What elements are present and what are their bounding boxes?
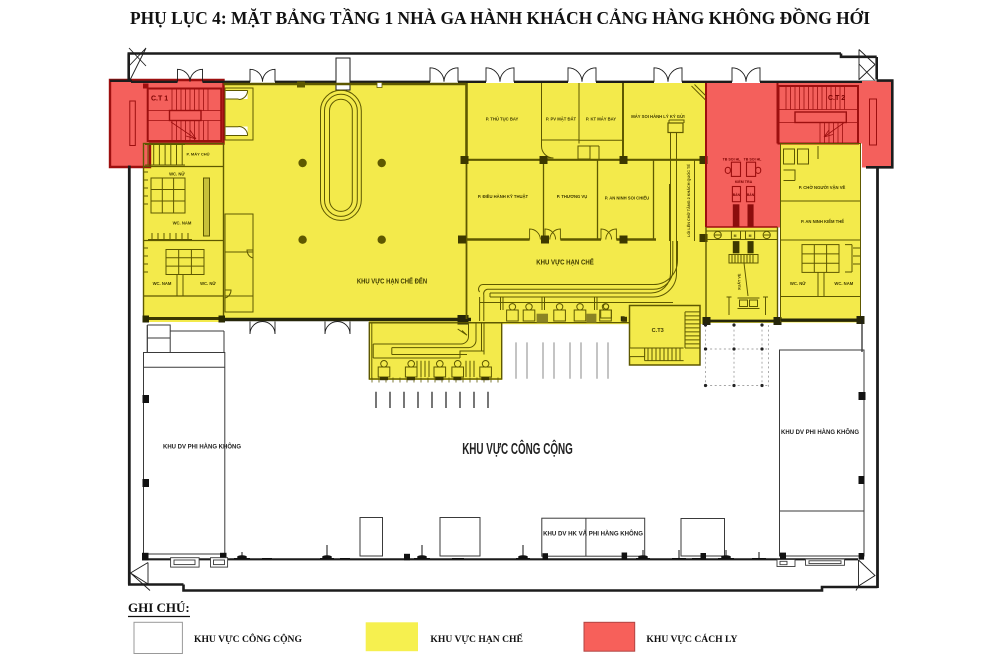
svg-text:P. CHỜ NGƯỜI VẬN VỀ: P. CHỜ NGƯỜI VẬN VỀ (799, 185, 846, 190)
svg-text:GHI CHÚ:: GHI CHÚ: (128, 600, 190, 615)
svg-text:C.T 2: C.T 2 (828, 95, 845, 102)
svg-text:KHU DV PHI HÀNG KHÔNG: KHU DV PHI HÀNG KHÔNG (781, 428, 859, 436)
svg-text:C.T 1: C.T 1 (151, 96, 168, 103)
svg-text:WC. NỮ: WC. NỮ (200, 281, 216, 286)
svg-text:P. PV MẶT ĐẤT: P. PV MẶT ĐẤT (546, 117, 577, 122)
svg-text:KHU DV HK VÀ PHI HÀNG KHÔNG: KHU DV HK VÀ PHI HÀNG KHÔNG (543, 530, 643, 538)
svg-text:P. KT MÁY BAY: P. KT MÁY BAY (586, 117, 616, 122)
svg-text:WC. NỮ: WC. NỮ (790, 281, 806, 286)
svg-text:P. MÁY CHỦ: P. MÁY CHỦ (187, 152, 210, 157)
svg-text:WC. NAM: WC. NAM (173, 221, 192, 226)
svg-text:KHU VỰC CÔNG CỘNG: KHU VỰC CÔNG CỘNG (194, 632, 302, 645)
svg-text:KHU DV PHI HÀNG KHÔNG: KHU DV PHI HÀNG KHÔNG (163, 443, 241, 451)
svg-text:P. THƯƠNG VỤ: P. THƯƠNG VỤ (557, 194, 587, 199)
svg-text:BÀN: BÀN (733, 192, 741, 197)
svg-text:P. AN NINH SOI CHIẾU: P. AN NINH SOI CHIẾU (605, 196, 649, 201)
svg-text:WC. NỮ: WC. NỮ (169, 172, 185, 177)
svg-text:BÀN: BÀN (747, 192, 755, 197)
svg-text:P. AN NINH KIỂM THỂ: P. AN NINH KIỂM THỂ (801, 219, 844, 224)
svg-text:KHU VỰC CÔNG CỘNG: KHU VỰC CÔNG CỘNG (462, 440, 573, 458)
svg-text:P. ĐIỀU HÀNH KỸ THUẬT: P. ĐIỀU HÀNH KỸ THUẬT (478, 194, 529, 199)
svg-text:MÁY SOI HÀNH LÝ KÝ GỬI: MÁY SOI HÀNH LÝ KÝ GỬI (631, 114, 684, 119)
svg-text:M: M (734, 234, 737, 238)
svg-text:KHU VỰC HẠN CHẾ: KHU VỰC HẠN CHẾ (430, 632, 522, 645)
svg-text:KIỂM TRA: KIỂM TRA (735, 179, 753, 184)
svg-text:WC. NAM: WC. NAM (834, 281, 853, 286)
svg-text:KHU VỰC CÁCH LY: KHU VỰC CÁCH LY (646, 633, 737, 645)
svg-text:TB SOI HL: TB SOI HL (744, 158, 763, 162)
svg-text:WC. NAM: WC. NAM (153, 281, 172, 286)
svg-text:XUẤT VỀ: XUẤT VỀ (737, 273, 742, 290)
svg-text:KHU VỰC HẠN CHẾ: KHU VỰC HẠN CHẾ (536, 257, 594, 267)
svg-text:KHU VỰC HẠN CHẾ ĐẾN: KHU VỰC HẠN CHẾ ĐẾN (357, 275, 427, 285)
svg-text:PHỤ LỤC 4: MẶT BẢNG TẦNG 1 NHÀ: PHỤ LỤC 4: MẶT BẢNG TẦNG 1 NHÀ GA HÀNH K… (130, 8, 870, 28)
svg-text:P. THỦ TỤC BAY: P. THỦ TỤC BAY (486, 117, 519, 122)
svg-text:TB SOI HL: TB SOI HL (723, 158, 742, 162)
svg-text:M: M (749, 234, 752, 238)
svg-text:LỐI LÊN CHỜ TẦNG 2 KHÁCH QUỐC: LỐI LÊN CHỜ TẦNG 2 KHÁCH QUỐC TẾ (686, 164, 691, 237)
svg-text:C.T3: C.T3 (652, 328, 664, 334)
